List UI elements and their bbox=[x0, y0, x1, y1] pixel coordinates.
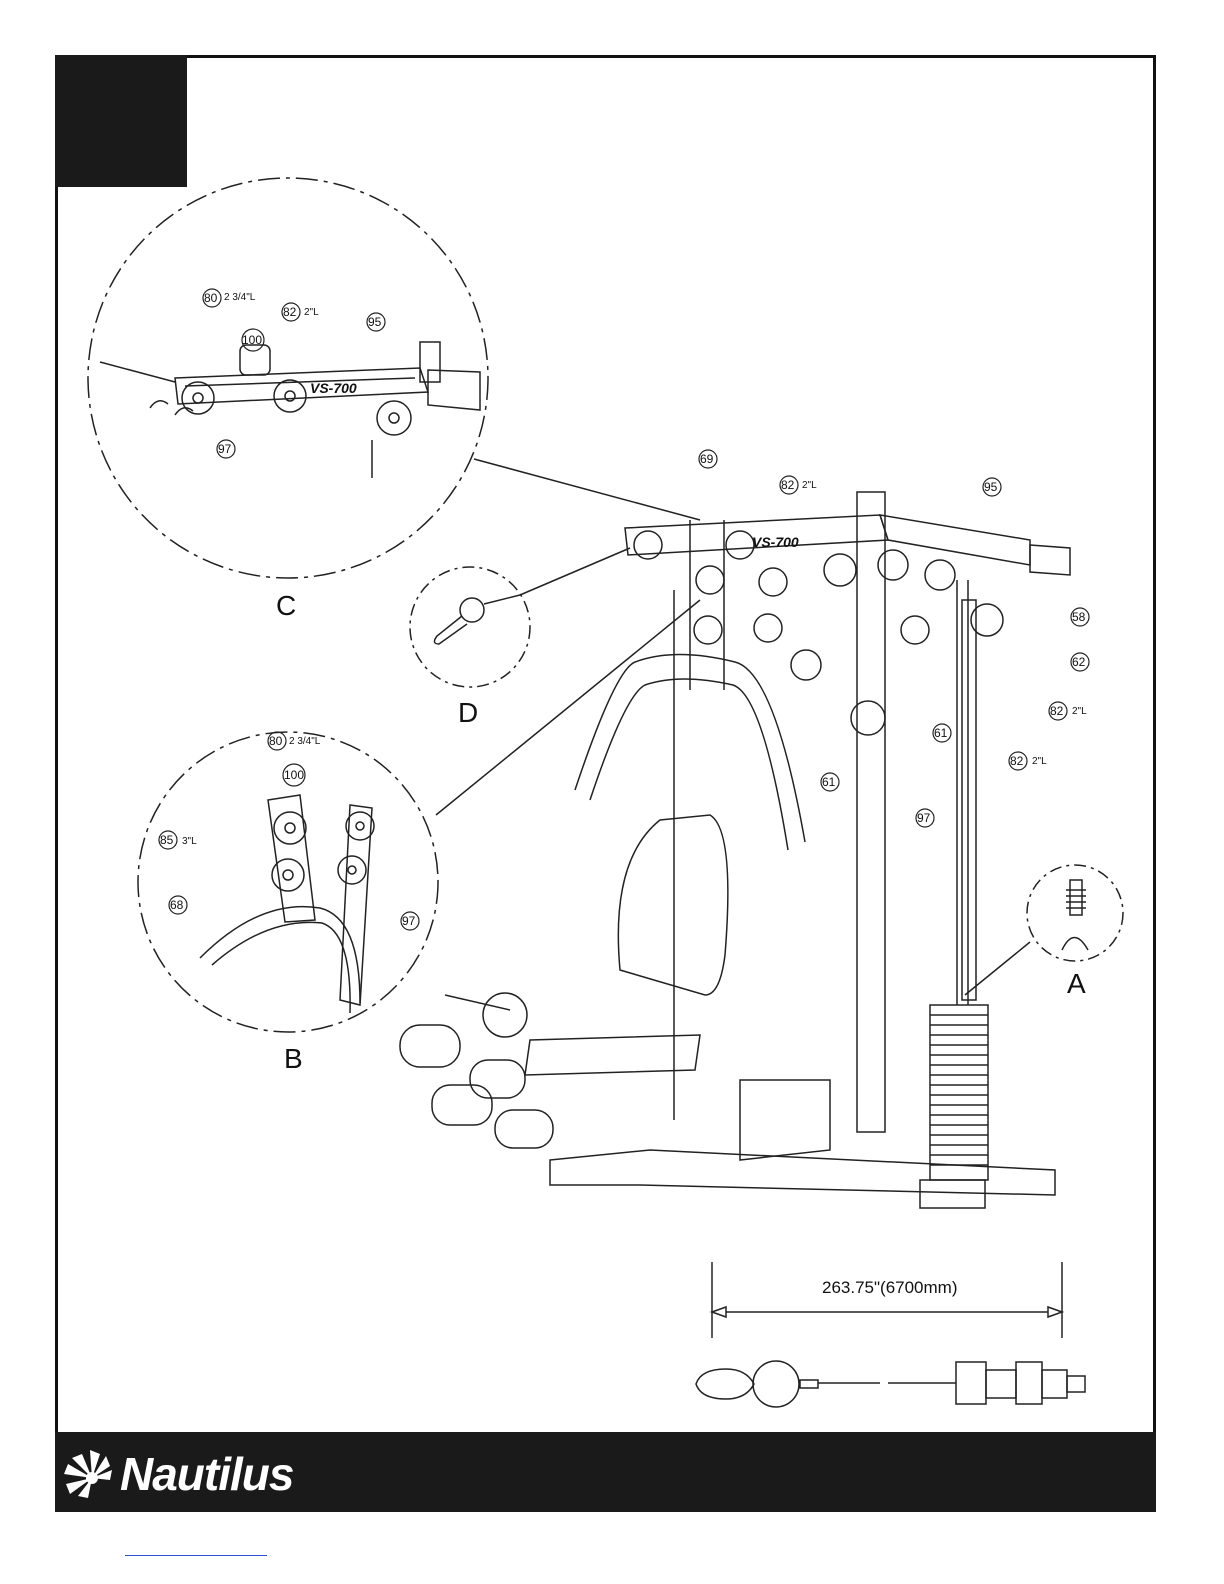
part-callout: 68 bbox=[170, 898, 183, 912]
brand-name: Nautilus bbox=[120, 1447, 293, 1501]
part-callout: 82 bbox=[1010, 754, 1023, 768]
part-callout: 97 bbox=[917, 811, 930, 825]
part-callout: 95 bbox=[368, 315, 381, 329]
detail-d-cable-end bbox=[434, 595, 520, 644]
frame-badge: VS-700 bbox=[752, 534, 799, 550]
part-callout: 97 bbox=[402, 914, 415, 928]
part-callout: 82 bbox=[781, 478, 794, 492]
part-callout: 61 bbox=[934, 726, 947, 740]
part-callout: 82 bbox=[1050, 704, 1063, 718]
part-length: 2"L bbox=[802, 480, 817, 491]
part-length: 2"L bbox=[304, 307, 319, 318]
page-link-underline[interactable] bbox=[125, 1555, 267, 1556]
part-callout: 95 bbox=[984, 480, 997, 494]
part-length: 2 3/4"L bbox=[224, 292, 255, 303]
detail-circle-d bbox=[410, 567, 530, 687]
detail-b-pulleys bbox=[200, 795, 374, 1013]
part-callout: 82 bbox=[283, 305, 296, 319]
view-label-a: A bbox=[1067, 968, 1086, 1000]
part-length: 2 3/4"L bbox=[289, 736, 320, 747]
detail-c-beam bbox=[100, 342, 480, 478]
view-label-b: B bbox=[284, 1043, 303, 1075]
part-callout: 69 bbox=[700, 452, 713, 466]
part-length: 2"L bbox=[1072, 706, 1087, 717]
part-callout: 80 bbox=[204, 291, 217, 305]
part-callout: 85 bbox=[160, 833, 173, 847]
view-label-c: C bbox=[276, 590, 296, 622]
frame-badge: VS-700 bbox=[310, 380, 357, 396]
nautilus-shell-icon bbox=[62, 1448, 114, 1500]
part-callout: 61 bbox=[822, 775, 835, 789]
part-callout: 62 bbox=[1072, 655, 1085, 669]
part-length: 3"L bbox=[182, 836, 197, 847]
part-callout: 100 bbox=[242, 333, 262, 347]
cable-length-dimension: 263.75"(6700mm) bbox=[822, 1278, 958, 1298]
part-callout: 58 bbox=[1072, 610, 1085, 624]
brand-logo: Nautilus bbox=[62, 1448, 293, 1500]
part-callout: 97 bbox=[218, 442, 231, 456]
view-label-d: D bbox=[458, 697, 478, 729]
detail-a-stud bbox=[1062, 880, 1088, 950]
part-callout: 80 bbox=[269, 734, 282, 748]
part-callout: 100 bbox=[284, 768, 304, 782]
part-length: 2"L bbox=[1032, 756, 1047, 767]
